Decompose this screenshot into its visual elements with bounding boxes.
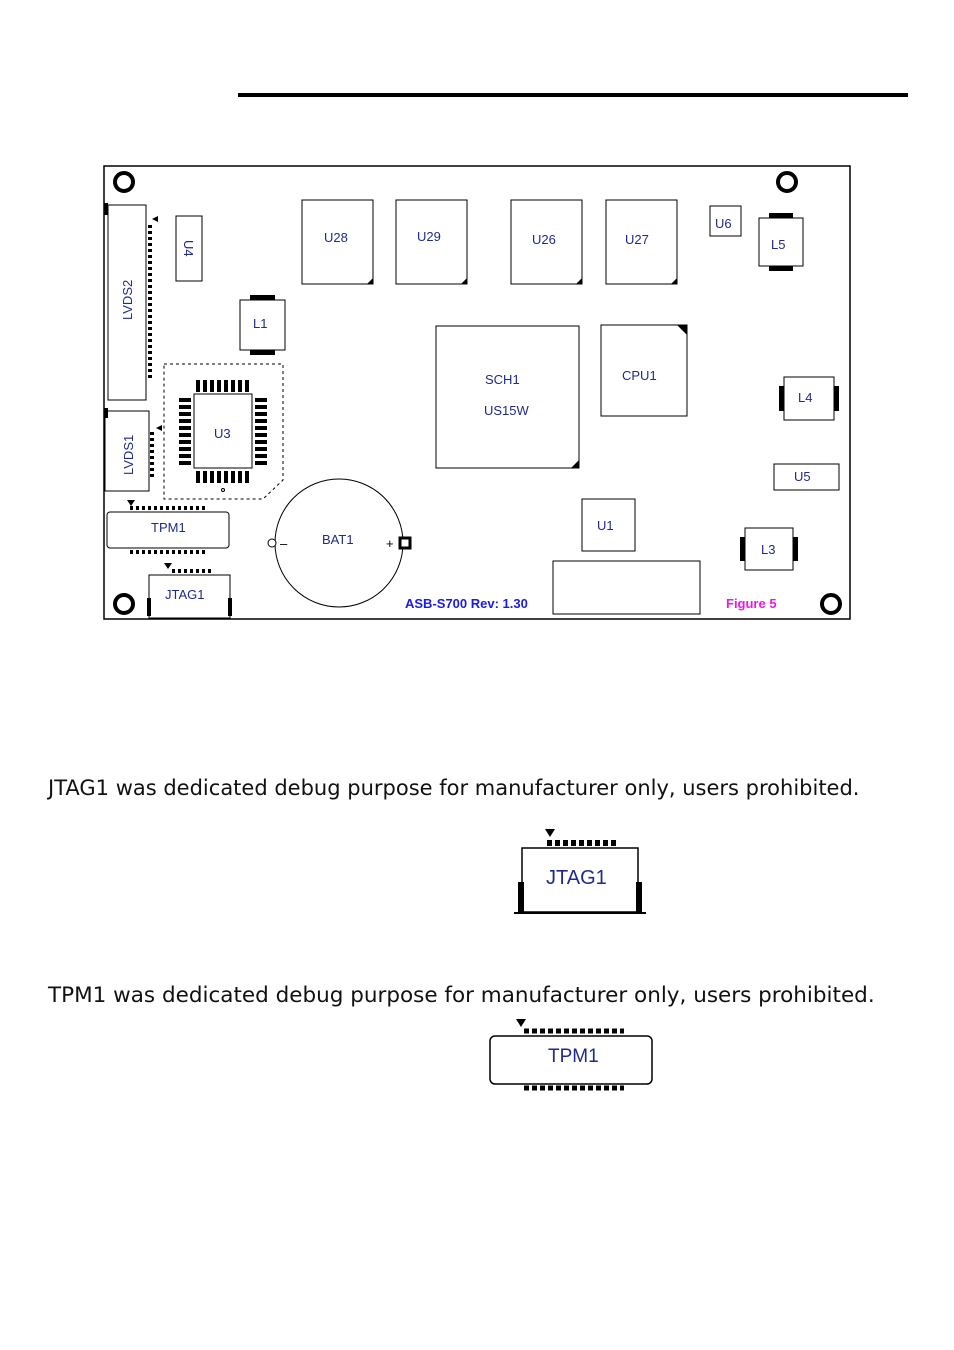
l1-inductor: L1 bbox=[239, 295, 286, 355]
jtag1-label: JTAG1 bbox=[165, 587, 205, 602]
bottom-connector bbox=[552, 560, 701, 615]
board-layout-diagram: LVDS2 LVDS1 U4 U28 U29 U26 U27 U6 bbox=[103, 165, 851, 620]
cpu1-label: CPU1 bbox=[622, 368, 657, 383]
tpm1-detail-diagram: TPM1 bbox=[489, 1019, 653, 1091]
l3-label: L3 bbox=[761, 542, 775, 557]
u1-label: U1 bbox=[597, 518, 614, 533]
tpm1-label: TPM1 bbox=[151, 520, 186, 535]
mounting-holes bbox=[113, 171, 842, 615]
sch1-chip: SCH1 US15W bbox=[435, 325, 580, 469]
tpm-note: TPM1 was dedicated debug purpose for man… bbox=[48, 983, 875, 1008]
u6-chip: U6 bbox=[709, 205, 742, 237]
u4-chip: U4 bbox=[175, 215, 203, 282]
lvds1-label: LVDS1 bbox=[121, 435, 136, 475]
jtag1-detail-label: JTAG1 bbox=[546, 867, 607, 889]
l5-inductor: L5 bbox=[758, 213, 804, 271]
u27-label: U27 bbox=[625, 232, 649, 247]
u29-label: U29 bbox=[417, 229, 441, 244]
l4-inductor: L4 bbox=[779, 376, 839, 421]
lvds2-connector: LVDS2 bbox=[104, 203, 158, 401]
figure-label: Figure 5 bbox=[726, 596, 777, 611]
u28-chip: U28 bbox=[301, 199, 374, 285]
jtag-note: JTAG1 was dedicated debug purpose for ma… bbox=[48, 776, 860, 800]
u3-socket: U3 bbox=[163, 363, 284, 500]
bat1-label: BAT1 bbox=[322, 532, 354, 547]
sch1-label: SCH1 bbox=[485, 372, 520, 387]
l4-label: L4 bbox=[798, 390, 812, 405]
l5-label: L5 bbox=[771, 237, 785, 252]
lvds1-connector: LVDS1 bbox=[104, 408, 162, 492]
u28-label: U28 bbox=[324, 230, 348, 245]
bat1-battery: BAT1 – + bbox=[267, 478, 412, 608]
jtag1-detail-diagram: JTAG1 bbox=[514, 829, 646, 914]
lvds2-label: LVDS2 bbox=[120, 280, 135, 320]
u26-chip: U26 bbox=[510, 199, 583, 285]
tpm1-connector: TPM1 bbox=[106, 500, 230, 554]
u5-label: U5 bbox=[794, 469, 811, 484]
l3-inductor: L3 bbox=[740, 527, 798, 571]
u27-chip: U27 bbox=[605, 199, 678, 285]
board-revision-label: ASB-S700 Rev: 1.30 bbox=[405, 596, 528, 611]
u5-chip: U5 bbox=[773, 463, 840, 491]
tpm1-detail-label: TPM1 bbox=[548, 1046, 599, 1067]
jtag1-connector: JTAG1 bbox=[147, 563, 232, 619]
bat1-plus-label: + bbox=[386, 536, 394, 551]
u29-chip: U29 bbox=[395, 199, 468, 285]
header-rule bbox=[238, 93, 908, 97]
u3-label: U3 bbox=[214, 426, 231, 441]
u4-label: U4 bbox=[181, 240, 196, 257]
sch1-part-label: US15W bbox=[484, 403, 530, 418]
cpu1-chip: CPU1 bbox=[600, 324, 688, 417]
bat1-minus-label: – bbox=[280, 536, 288, 551]
u26-label: U26 bbox=[532, 232, 556, 247]
u6-label: U6 bbox=[715, 216, 732, 231]
l1-label: L1 bbox=[253, 316, 267, 331]
u1-chip: U1 bbox=[581, 498, 636, 552]
